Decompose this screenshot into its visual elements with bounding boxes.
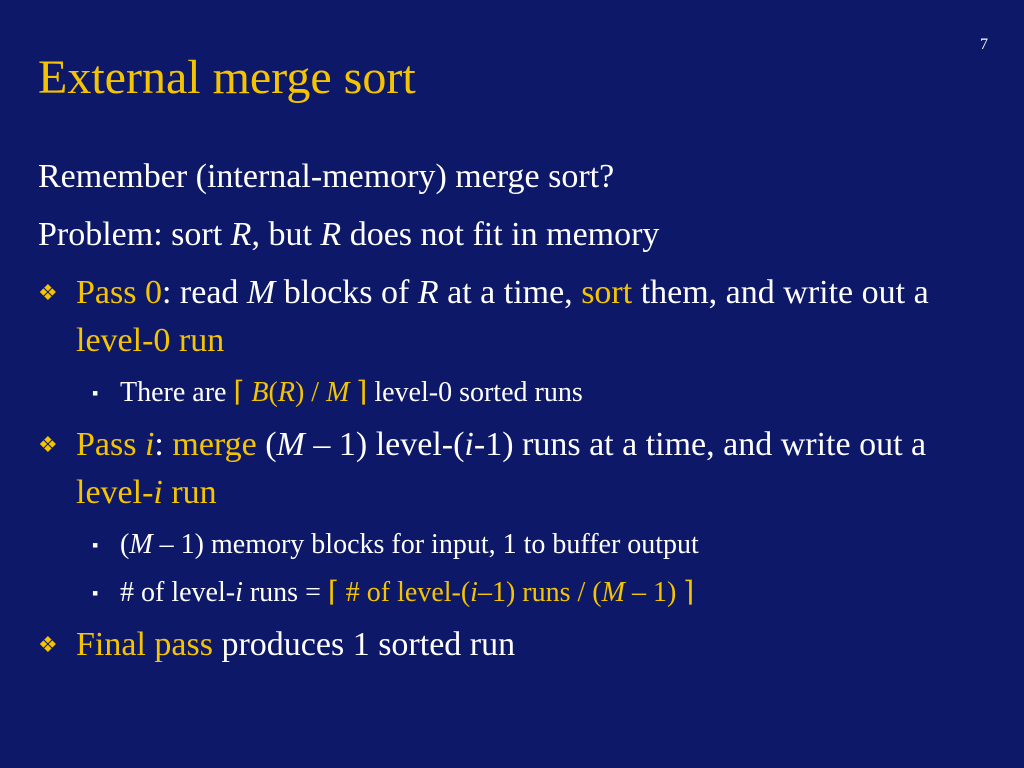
line-remember: Remember (internal-memory) merge sort? xyxy=(38,158,615,195)
sub-bullet-memory-blocks: ▪(M – 1) memory blocks for input, 1 to b… xyxy=(38,525,988,565)
square-bullet-icon: ▪ xyxy=(92,583,99,603)
bullet-final-pass: ❖Final pass produces 1 sorted run xyxy=(38,621,988,669)
page-number: 7 xyxy=(980,36,988,53)
square-bullet-icon: ▪ xyxy=(92,535,99,555)
diamond-bullet-icon: ❖ xyxy=(38,632,58,657)
slide-title: External merge sort xyxy=(38,51,416,104)
sub-bullet-level-0-runs: ▪There are ⌈ B(R) / M ⌉ level-0 sorted r… xyxy=(38,373,988,413)
sub-bullet-run-count: ▪# of level-i runs = ⌈ # of level-(i–1) … xyxy=(38,573,988,613)
square-bullet-icon: ▪ xyxy=(92,383,99,403)
bullet-pass-0: ❖Pass 0: read M blocks of R at a time, s… xyxy=(38,269,988,365)
bullet-pass-i: ❖Pass i: merge (M – 1) level-(i-1) runs … xyxy=(38,421,988,517)
slide-body: Remember (internal-memory) merge sort? P… xyxy=(38,153,988,677)
diamond-bullet-icon: ❖ xyxy=(38,432,58,457)
line-problem: Problem: sort R, but R does not fit in m… xyxy=(38,216,660,253)
diamond-bullet-icon: ❖ xyxy=(38,280,58,305)
